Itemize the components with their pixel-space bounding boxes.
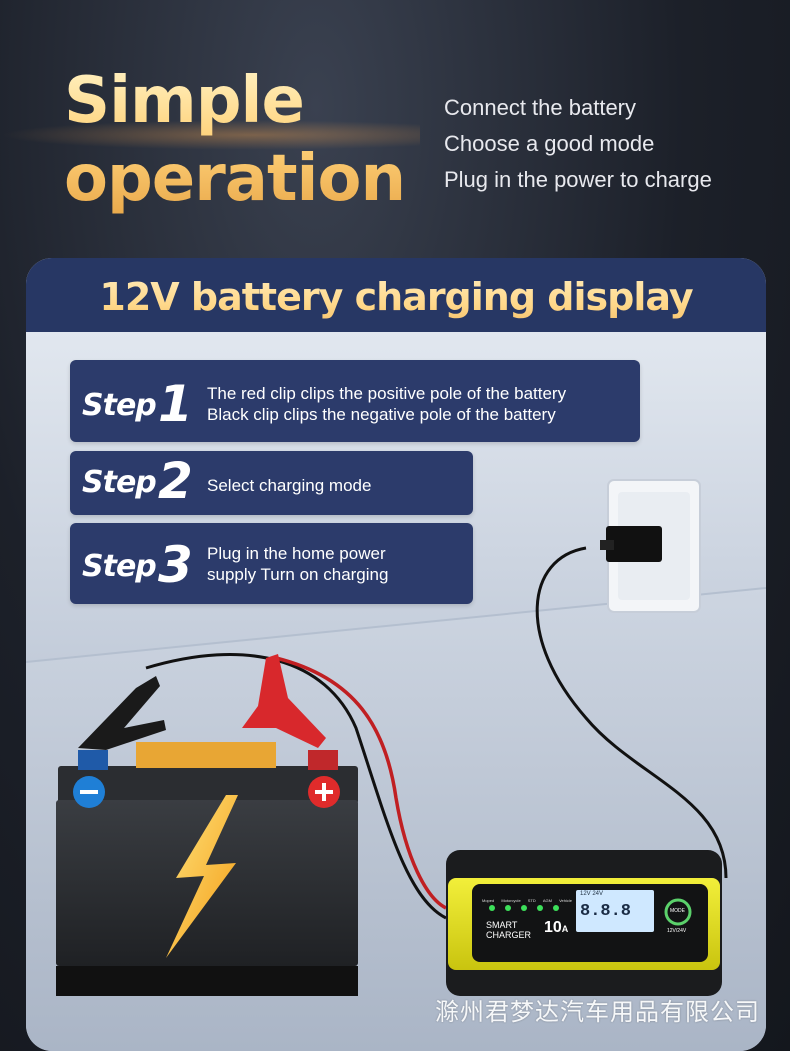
charger-brand-line2: CHARGER bbox=[486, 930, 532, 940]
hero-line-2: Choose a good mode bbox=[444, 131, 655, 156]
mode-label: MODE bbox=[670, 908, 685, 914]
mode-motorcycle: Motorcycle bbox=[501, 898, 521, 903]
step-1-number: 1 bbox=[158, 375, 193, 433]
step-3: Step 3 Plug in the home power supply Tur… bbox=[70, 523, 473, 604]
panel-header bbox=[26, 258, 766, 332]
hero-line-3: Plug in the power to charge bbox=[444, 167, 712, 192]
step-1-line1: The red clip clips the positive pole of … bbox=[207, 384, 567, 403]
step-2-text: Select charging mode bbox=[207, 475, 371, 496]
hero-title-line1: Simple bbox=[64, 64, 304, 138]
step-1-line2: Black clip clips the negative pole of th… bbox=[207, 405, 556, 424]
panel-title: 12V battery charging display bbox=[26, 258, 766, 336]
charger-amp-value: 10 bbox=[544, 919, 562, 936]
lcd-digits: 8.8.8 bbox=[580, 902, 632, 921]
hero-instructions: Connect the battery Choose a good mode P… bbox=[444, 92, 712, 200]
charger-brand: SMART CHARGER bbox=[486, 920, 531, 940]
hero-title-line2: operation bbox=[64, 142, 405, 216]
title-glow bbox=[0, 120, 420, 150]
mode-agm: AGM bbox=[542, 898, 552, 903]
charger-amp-unit: A bbox=[561, 924, 569, 934]
battery bbox=[56, 742, 358, 996]
wall-socket bbox=[600, 479, 701, 613]
company-watermark: 滁州君梦达汽车用品有限公司 bbox=[435, 998, 760, 1026]
charger-amp: 10A bbox=[544, 919, 568, 937]
step-2: Step 2 Select charging mode bbox=[70, 451, 473, 515]
step-1-word: Step bbox=[82, 388, 157, 423]
mode-icon-labels: Moped Motorcycle STD AGM Vehicle bbox=[482, 898, 572, 903]
step-2-line1: Select charging mode bbox=[207, 476, 372, 495]
charger-brand-line1: SMART bbox=[486, 920, 518, 930]
step-3-line1: Plug in the home power bbox=[207, 544, 386, 563]
smart-charger bbox=[446, 850, 722, 996]
step-3-text: Plug in the home power supply Turn on ch… bbox=[207, 543, 388, 585]
red-clip bbox=[242, 654, 326, 748]
lightning-bolt-icon bbox=[166, 795, 238, 958]
step-3-word: Step bbox=[82, 549, 157, 584]
mode-moped: Moped bbox=[482, 898, 495, 903]
step-1: Step 1 The red clip clips the positive p… bbox=[70, 360, 640, 442]
mode-std: STD bbox=[527, 898, 536, 903]
hero-line-1: Connect the battery bbox=[444, 95, 637, 120]
hero-title: Simple operation bbox=[64, 62, 424, 218]
step-3-line2: supply Turn on charging bbox=[207, 565, 389, 584]
mode-vehicle: Vehicle bbox=[559, 898, 572, 903]
step-2-word: Step bbox=[82, 465, 157, 500]
mode-sub-label: 12V/24V bbox=[667, 928, 687, 934]
step-2-number: 2 bbox=[158, 452, 193, 510]
lcd-top-label: 12V 24V bbox=[580, 891, 604, 897]
black-clip bbox=[78, 676, 166, 750]
step-1-text: The red clip clips the positive pole of … bbox=[207, 383, 566, 425]
step-3-number: 3 bbox=[158, 536, 193, 594]
display-panel: 12V battery charging display bbox=[26, 258, 766, 1051]
